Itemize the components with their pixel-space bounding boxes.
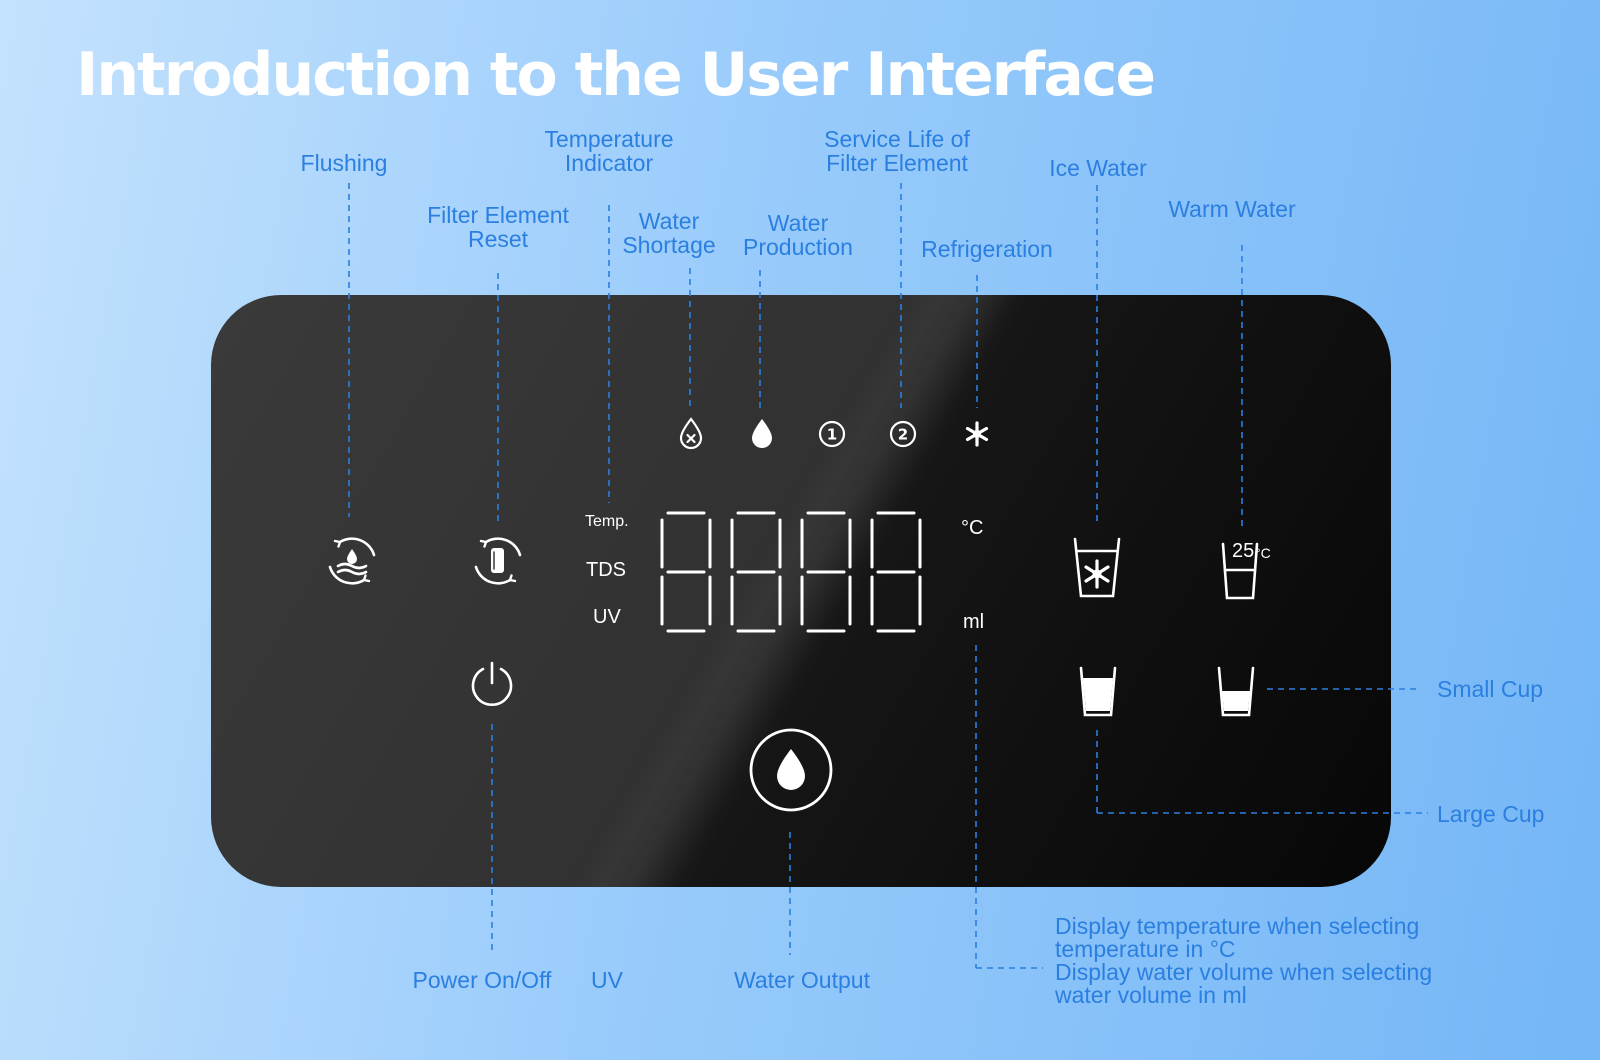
label-refrigeration: Refrigeration — [921, 236, 1053, 262]
label-water-production: Water Production — [743, 210, 853, 260]
label-display-volume-note: Display water volume when selecting wate… — [1055, 959, 1433, 1008]
label-power: Power On/Off — [412, 967, 552, 993]
label-flushing: Flushing — [300, 150, 388, 176]
ml-unit: ml — [963, 611, 985, 633]
label-large-cup: Large Cup — [1437, 801, 1545, 827]
label-display-temperature-note: Display temperature when selecting tempe… — [1055, 913, 1420, 962]
label-small-cup: Small Cup — [1437, 676, 1544, 702]
uv-display-label: UV — [593, 606, 621, 628]
label-service-life: Service Life of Filter Element — [824, 126, 970, 176]
temp-label: Temp. — [585, 513, 629, 530]
label-uv: UV — [591, 967, 623, 993]
label-water-shortage: Water Shortage — [622, 208, 716, 258]
control-panel: Temp. TDS UV °C ml — [211, 295, 1391, 887]
tds-label: TDS — [586, 559, 626, 581]
label-filter-reset: Filter Element Reset — [427, 202, 569, 252]
celsius-unit: °C — [961, 517, 984, 539]
label-temperature-indicator: Temperature Indicator — [544, 126, 674, 176]
label-water-output: Water Output — [734, 967, 870, 993]
page-title: Introduction to the User Interface — [76, 40, 1156, 110]
label-warm-water: Warm Water — [1168, 196, 1296, 222]
panel-sheen — [211, 295, 1391, 887]
label-ice-water: Ice Water — [1049, 155, 1147, 181]
